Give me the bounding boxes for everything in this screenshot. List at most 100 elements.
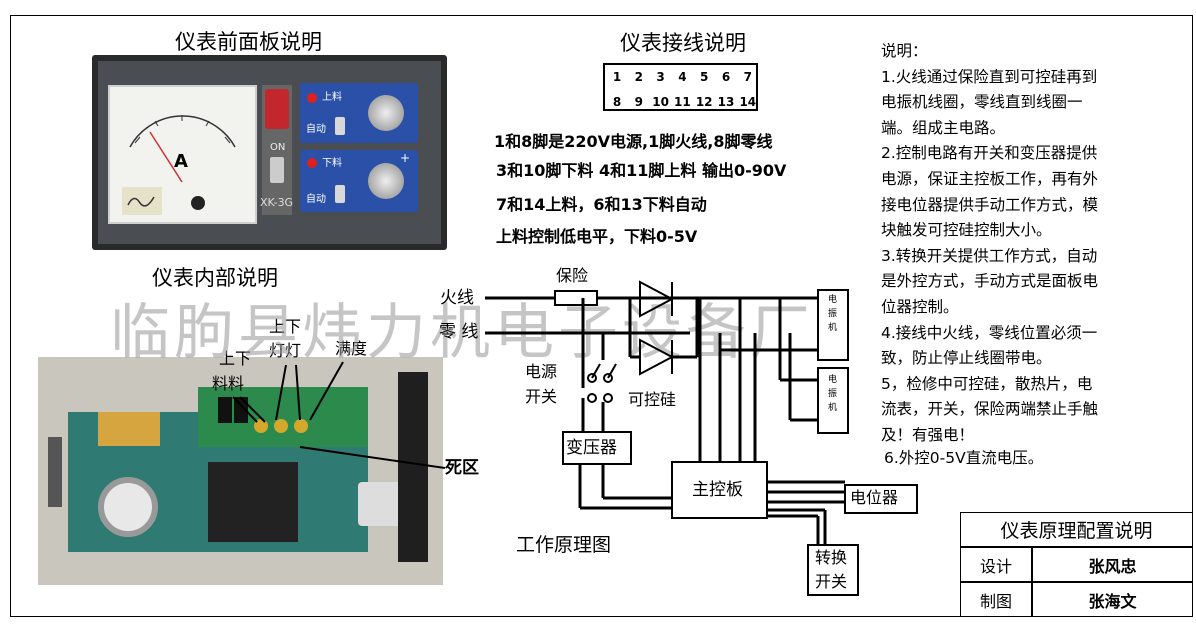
note-line: 块触发可控硅控制大小。 <box>881 221 1052 240</box>
wiring-line-4: 上料控制低电平，下料0-5V <box>496 227 698 246</box>
up-indicator-led <box>307 93 317 103</box>
up-knob[interactable] <box>368 95 404 131</box>
design-label: 设计 <box>960 547 1032 582</box>
connector-outline <box>603 63 758 111</box>
label-full: 满度 <box>335 339 368 358</box>
auto-label-1: 自动 <box>306 124 326 135</box>
note-line: 电源，保证主控板工作，再有外 <box>881 170 1099 188</box>
up-label: 上料 <box>322 92 342 103</box>
label-updown-material-2: 料料 <box>212 374 245 393</box>
internal-title: 仪表内部说明 <box>152 266 278 290</box>
motor-2-label-2: 振 <box>828 389 838 399</box>
fuse-symbol <box>554 290 598 306</box>
outer-frame <box>10 15 1193 617</box>
motor-1-label-2: 振 <box>828 309 838 319</box>
connector-pin: 5 <box>700 70 709 84</box>
connector-pin: 12 <box>695 95 713 109</box>
note-line: 3.转换开关提供工作方式，自动 <box>881 246 1098 265</box>
connector-pin: 2 <box>634 70 643 84</box>
motor-1-label-3: 机 <box>828 323 838 333</box>
connector-pin: 6 <box>721 70 731 84</box>
wiring-line-1: 1和8脚是220V电源,1脚火线,8脚零线 <box>494 132 773 151</box>
motor-2-label-3: 机 <box>828 403 838 413</box>
connector-pin: 14 <box>739 95 757 109</box>
internal-photo <box>38 357 443 585</box>
label-dead-zone: 死区 <box>445 458 479 478</box>
wiring-line-3: 7和14上料，6和13下料自动 <box>496 195 707 214</box>
up-toggle[interactable] <box>335 117 345 135</box>
on-label: ON <box>270 142 286 153</box>
transformer-box <box>562 431 632 465</box>
ammeter-unit: A <box>174 151 188 172</box>
model-text: XK-3G <box>260 196 294 209</box>
potentiometer-label: 电位器 <box>850 488 899 507</box>
drafted-value: 张海文 <box>1032 582 1193 617</box>
fuse-label: 保险 <box>556 266 589 285</box>
title-block <box>960 512 1193 617</box>
live-label: 火线 <box>440 288 474 308</box>
connector-pin: 8 <box>612 95 622 109</box>
motor-2-label-1: 电 <box>828 375 838 385</box>
note-line: 电振机线圈，零线直到线圈一 <box>881 93 1083 112</box>
down-indicator-led <box>307 158 317 168</box>
plus-label: + <box>400 151 411 165</box>
thyristor-1 <box>639 280 675 318</box>
motor-1-label-1: 电 <box>828 295 838 305</box>
note-line: 位器控制。 <box>881 298 959 316</box>
connector-pin: 13 <box>717 95 735 109</box>
mode-switch-label-1: 转换 <box>815 548 848 567</box>
wiring-title: 仪表接线说明 <box>620 31 746 55</box>
power-toggle[interactable] <box>270 157 284 183</box>
thyristor-2 <box>639 338 675 376</box>
wiring-line-2: 3和10脚下料 4和11脚上料 输出0-90V <box>496 161 787 180</box>
auto-label-2: 自动 <box>306 194 326 205</box>
note-line: 致，防止停止线圈带电。 <box>881 349 1052 368</box>
main-board-label: 主控板 <box>692 480 743 500</box>
note-line: 说明： <box>881 42 928 60</box>
note-6: 6.外控0-5V直流电压。 <box>884 449 1044 467</box>
note-line: 1.火线通过保险直到可控硅再到 <box>881 67 1098 86</box>
mode-switch-label-2: 开关 <box>815 572 848 591</box>
connector-pin: 1 <box>612 70 622 84</box>
note-line: 2.控制电路有开关和变压器提供 <box>881 144 1098 163</box>
note-line: 是外控方式，手动方式是面板电 <box>881 272 1099 291</box>
neutral-label: 零 线 <box>439 322 479 342</box>
front-panel-title: 仪表前面板说明 <box>175 30 322 54</box>
note-line: 流表，开关，保险两端禁止手触 <box>881 400 1099 419</box>
connector-pin: 9 <box>634 95 643 109</box>
note-line: 及！有强电！ <box>881 426 975 444</box>
down-label: 下料 <box>322 158 342 169</box>
transformer-label: 变压器 <box>566 438 617 458</box>
title-block-title: 仪表原理配置说明 <box>960 512 1193 547</box>
ammeter: A <box>108 85 257 224</box>
schematic-title: 工作原理图 <box>516 534 612 556</box>
main-board-box <box>671 461 768 519</box>
connector-pin: 4 <box>678 70 687 84</box>
label-updown-lights-1: 上下 <box>269 317 302 336</box>
power-switch-label-2: 开关 <box>525 387 558 406</box>
note-line: 端。组成主电路。 <box>881 118 1006 137</box>
note-line: 5，检修中可控硅，散热片，电 <box>881 374 1093 393</box>
connector-pin: 3 <box>656 70 665 84</box>
power-switch-label-1: 电源 <box>525 362 558 381</box>
connector-pin: 11 <box>674 95 691 109</box>
down-toggle[interactable] <box>335 185 345 203</box>
note-line: 接电位器提供手动工作方式，模 <box>881 195 1099 214</box>
drafted-label: 制图 <box>960 582 1032 617</box>
power-switch-red[interactable] <box>265 89 289 129</box>
down-knob[interactable] <box>368 163 404 199</box>
note-line: 4.接线中火线，零线位置必须一 <box>881 323 1098 342</box>
label-updown-lights-2: 灯灯 <box>269 341 302 360</box>
connector-pin: 7 <box>743 70 752 84</box>
potentiometer-box <box>844 484 918 514</box>
label-updown-material-1: 上下 <box>219 349 252 368</box>
thyristor-label: 可控硅 <box>628 390 677 409</box>
motor-2-box <box>817 367 849 434</box>
motor-1-box <box>817 289 849 361</box>
front-panel-photo: A ON XK-3G 上料 自动 下料 自动 + <box>92 55 447 250</box>
connector-pin: 10 <box>652 95 669 109</box>
conversion-switch-box <box>807 544 859 596</box>
design-value: 张风忠 <box>1032 547 1193 582</box>
